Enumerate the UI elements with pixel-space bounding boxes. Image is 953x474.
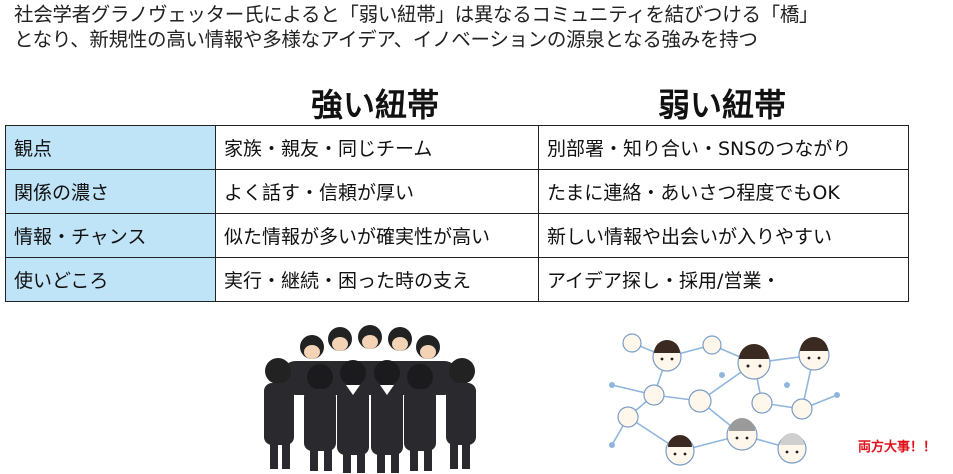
weak-tie-cell: 新しい情報や出会いが入りやすい	[538, 213, 909, 258]
table-row: 関係の濃さ よく話す・信頼が厚い たまに連絡・あいさつ程度でもOK	[5, 169, 909, 214]
strong-tie-cell: 似た情報が多いが確実性が高い	[215, 213, 539, 258]
intro-line-2: となり、新規性の高い情報や多様なアイデア、イノベーションの源泉となる強みを持つ	[14, 28, 758, 51]
table-row: 情報・チャンス 似た情報が多いが確実性が高い 新しい情報や出会いが入りやすい	[5, 213, 909, 258]
table-row: 使いどころ 実行・継続・困った時の支え アイデア探し・採用/営業・	[5, 257, 909, 302]
row-label: 情報・チャンス	[5, 213, 216, 258]
network-illustration	[609, 333, 840, 466]
row-label: 観点	[5, 125, 216, 170]
row-label: 関係の濃さ	[5, 169, 216, 214]
intro-line-1: 社会学者グラノヴェッター氏によると「弱い紐帯」は異なるコミュニティを結びつける「…	[14, 3, 819, 26]
table-row: 観点 家族・親友・同じチーム 別部署・知り合い・SNSのつながり	[5, 125, 909, 170]
both-important-note: 両方大事！！	[858, 440, 937, 455]
weak-tie-cell: 別部署・知り合い・SNSのつながり	[538, 125, 909, 170]
strong-tie-cell: 家族・親友・同じチーム	[215, 125, 539, 170]
strong-tie-cell: よく話す・信頼が厚い	[215, 169, 539, 214]
strong-tie-cell: 実行・継続・困った時の支え	[215, 257, 539, 302]
weak-tie-cell: アイデア探し・採用/営業・	[538, 257, 909, 302]
weak-tie-cell: たまに連絡・あいさつ程度でもOK	[538, 169, 909, 214]
comparison-table: 観点 家族・親友・同じチーム 別部署・知り合い・SNSのつながり 関係の濃さ よ…	[5, 125, 909, 302]
column-title-strong: 強い紐帯	[310, 86, 439, 124]
team-huddle-illustration	[264, 325, 476, 473]
row-label: 使いどころ	[5, 257, 216, 302]
intro-text: 社会学者グラノヴェッター氏によると「弱い紐帯」は異なるコミュニティを結びつける「…	[14, 2, 944, 52]
column-title-weak: 弱い紐帯	[657, 86, 786, 124]
